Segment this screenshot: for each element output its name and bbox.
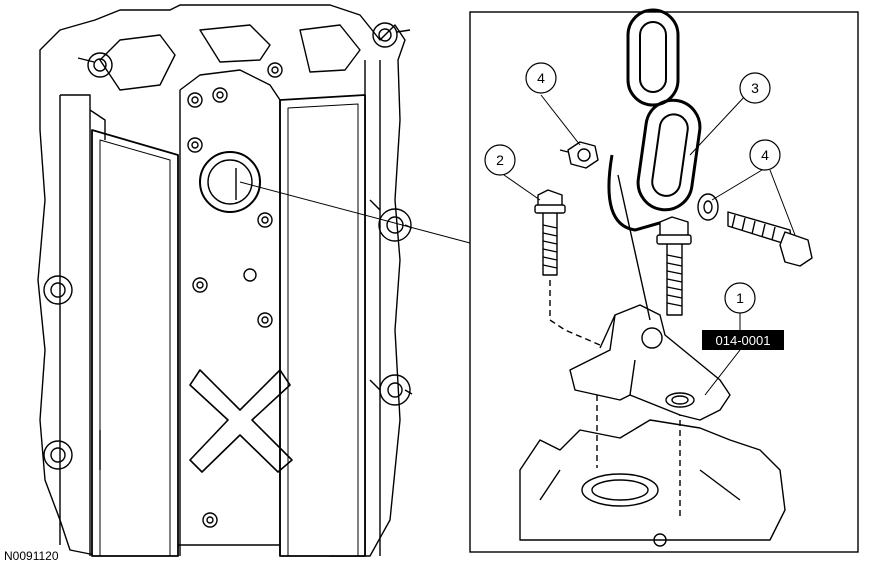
callout-label: 4 [537,70,545,86]
callout-label: 3 [751,80,759,96]
bolt-center [656,216,692,316]
callout-label: 2 [496,152,504,168]
callout-4-right: 4 [749,139,781,171]
detail-view: 4 2 3 4 1 014-0001 [469,8,859,553]
left-studs [43,52,113,470]
nut-item-4 [559,141,599,169]
tool-number-text: 014-0001 [716,333,771,348]
figure-id: N0091120 [4,549,59,563]
callout-label: 1 [736,290,744,306]
engine-casting-detail [519,419,786,541]
lifting-chain [607,8,702,232]
callout-3: 3 [739,72,771,104]
tool-number-label: 014-0001 [702,330,784,350]
x-rib [189,369,293,473]
right-cover-opening [279,94,366,557]
callout-label: 4 [761,147,769,163]
callout-2: 2 [484,144,516,176]
callout-4-top: 4 [525,62,557,94]
plug-hole [199,151,261,213]
detail-leader-line [239,181,471,244]
detail-frame [469,11,859,553]
left-cover-opening [91,129,179,557]
callout-1: 1 [724,282,756,314]
bolt-item-2 [534,189,601,346]
engine-block-view [37,4,413,557]
lifting-bracket [569,304,731,421]
washer-and-bolt-item-4 [697,193,813,267]
